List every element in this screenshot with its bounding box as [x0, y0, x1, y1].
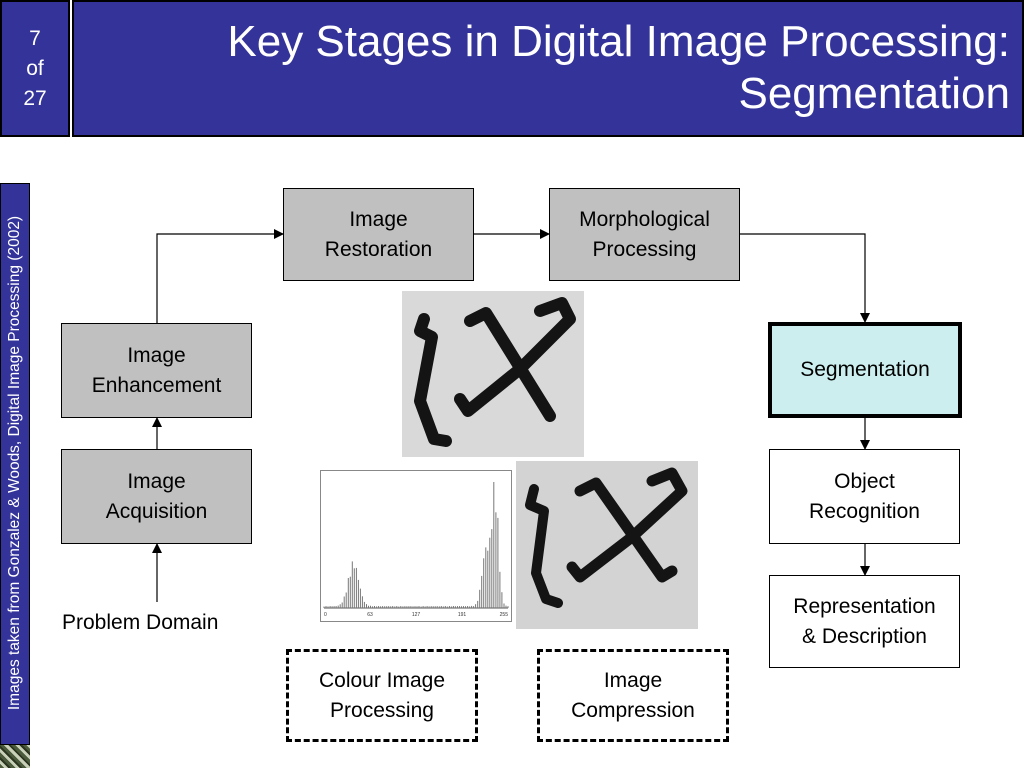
wrench-photo-bottom — [516, 461, 698, 629]
representation-description-box: Representation & Description — [769, 575, 960, 668]
stage-label: Image — [127, 469, 186, 493]
stage-label: Restoration — [324, 237, 433, 261]
stage-label: Colour Image — [318, 668, 446, 692]
histogram-tick-label: 127 — [412, 612, 421, 618]
histogram-plot: 0 63 127 191 255 — [320, 470, 512, 622]
stage-label: Image — [349, 207, 408, 231]
image-compression-box: Image Compression — [537, 649, 729, 742]
arrow-morphological-to-segmentation — [740, 233, 870, 323]
segmentation-box: Segmentation — [768, 322, 962, 418]
wrench-photo-top — [402, 291, 584, 457]
slide-total: 27 — [23, 87, 47, 110]
histogram-tick-label: 255 — [500, 612, 509, 618]
object-recognition-box: Object Recognition — [769, 449, 960, 544]
corner-logo-image — [0, 745, 30, 768]
stage-label: Morphological — [579, 207, 710, 231]
image-restoration-box: Image Restoration — [283, 188, 474, 281]
side-credit-bar — [0, 183, 30, 745]
stage-label: Image — [603, 668, 663, 692]
image-enhancement-box: Image Enhancement — [61, 323, 252, 418]
slide-of: of — [26, 57, 44, 80]
histogram-tick-label: 0 — [324, 612, 327, 618]
stage-label: Recognition — [809, 499, 920, 523]
histogram-tick-label: 63 — [367, 612, 373, 618]
page-title: Key Stages in Digital Image Processing: — [227, 17, 1010, 66]
stage-label: Representation — [793, 594, 936, 618]
stage-label: Processing — [330, 698, 434, 722]
stage-label: Segmentation — [800, 358, 930, 381]
stage-label: & Description — [802, 624, 927, 648]
stage-label: Image — [127, 343, 186, 367]
slide-counter: 7 of 27 — [0, 0, 70, 137]
stage-label: Acquisition — [105, 499, 208, 523]
morphological-processing-box: Morphological Processing — [549, 188, 740, 281]
stage-label: Processing — [592, 237, 697, 261]
histogram-tick-label: 191 — [458, 612, 467, 618]
page-subtitle: Segmentation — [738, 69, 1010, 118]
image-acquisition-box: Image Acquisition — [61, 449, 252, 544]
title-bar: Key Stages in Digital Image Processing: … — [72, 0, 1024, 137]
arrow-enhancement-to-restoration — [156, 229, 284, 323]
stage-label: Enhancement — [91, 373, 222, 397]
problem-domain-label: Problem Domain — [62, 611, 219, 634]
colour-image-processing-box: Colour Image Processing — [286, 649, 478, 742]
slide-number: 7 — [29, 27, 41, 50]
stage-label: Object — [834, 469, 895, 493]
stage-label: Compression — [571, 698, 695, 722]
